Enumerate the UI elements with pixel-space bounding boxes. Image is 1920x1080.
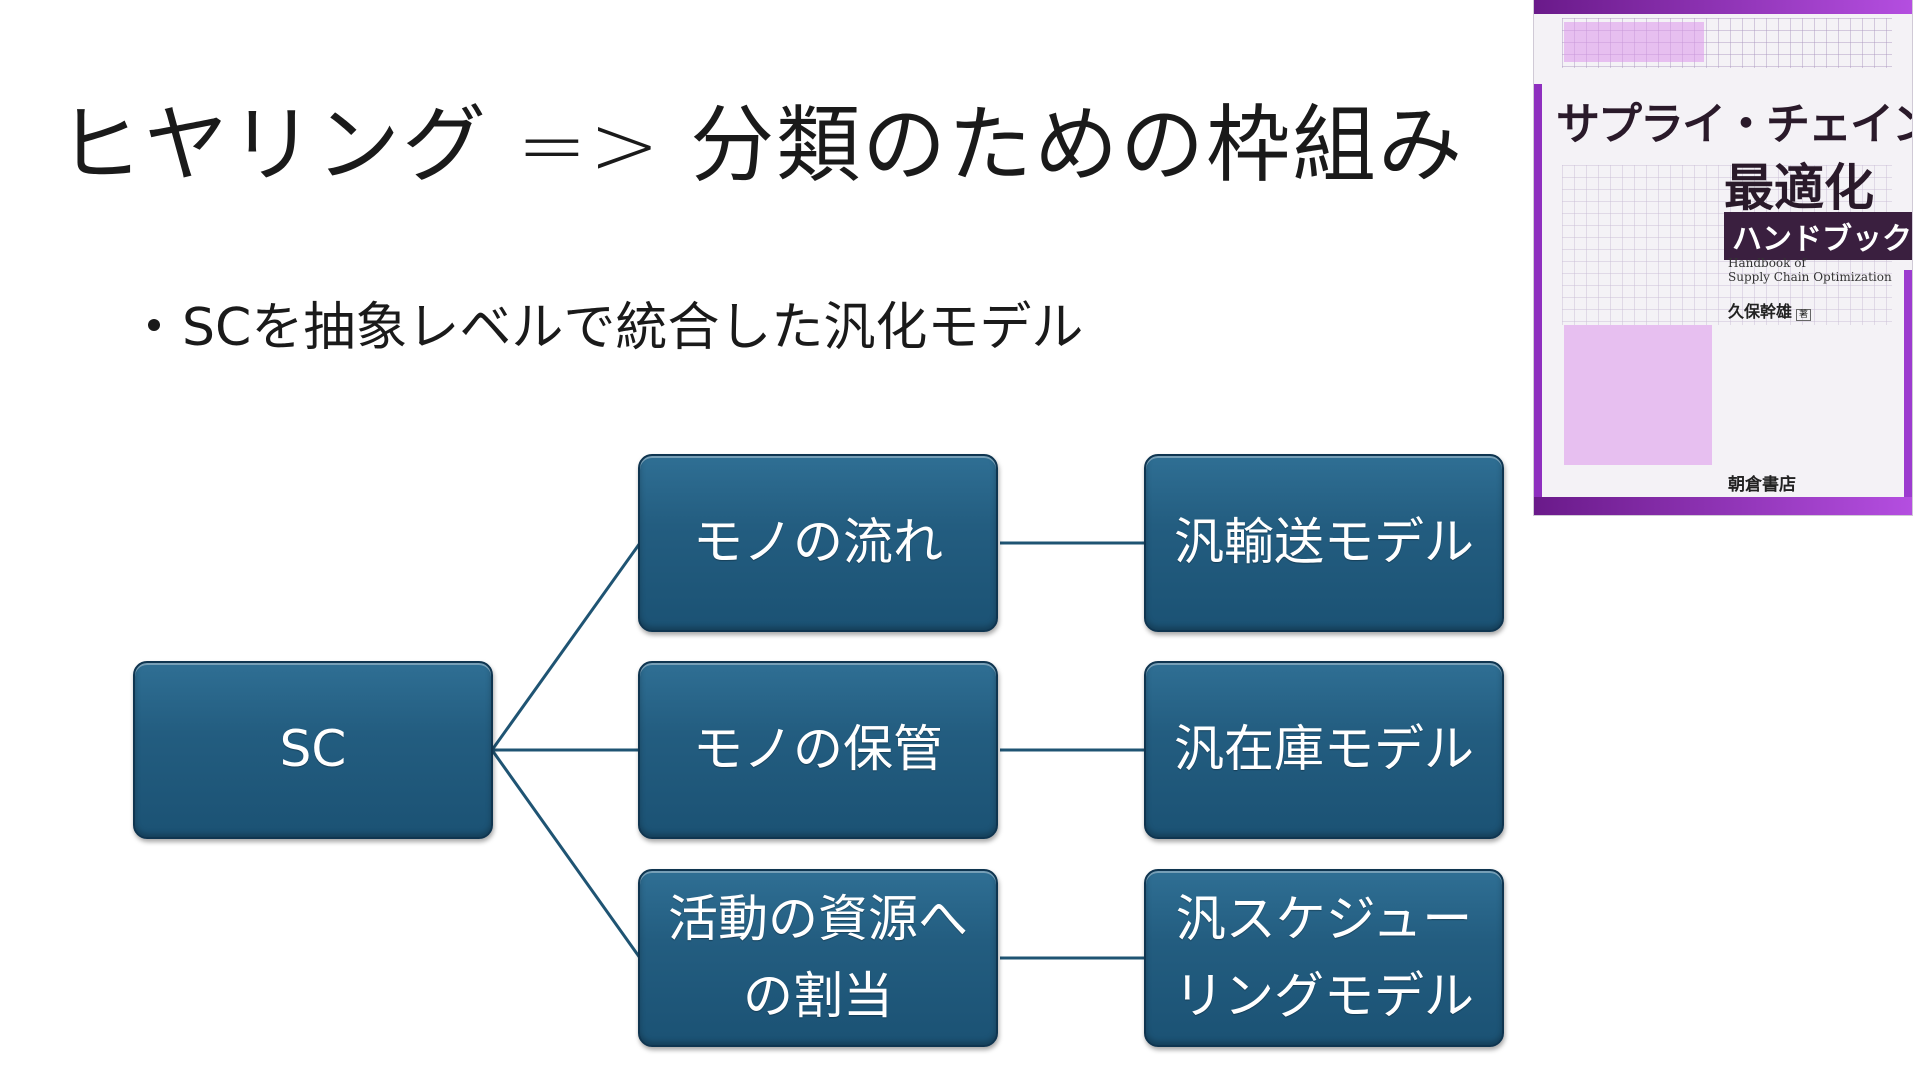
node-resource-allocation[interactable]: 活動の資源への割当: [638, 869, 998, 1047]
node-scheduling-model[interactable]: 汎スケジューリングモデル: [1144, 869, 1504, 1047]
node-goods-storage-label: モノの保管: [693, 720, 943, 779]
node-resource-allocation-label: 活動の資源への割当: [668, 889, 968, 1026]
book-english-title: Handbook of Supply Chain Optimization: [1728, 256, 1892, 285]
node-sc[interactable]: SC: [133, 661, 493, 839]
node-scheduling-model-label: 汎スケジューリングモデル: [1174, 889, 1474, 1026]
book-left-stripe: [1534, 84, 1542, 504]
book-publisher: 朝倉書店: [1728, 475, 1796, 495]
book-author-name: 久保幹雄: [1728, 302, 1793, 321]
book-title-line2: 最適化: [1724, 158, 1874, 217]
node-transport-model[interactable]: 汎輸送モデル: [1144, 454, 1504, 632]
slide-title: ヒヤリング => 分類のための枠組み: [58, 96, 1465, 194]
book-author-suffix: 著: [1796, 309, 1812, 321]
bullet-text: SCを抽象レベルで統合した汎化モデル: [182, 298, 1084, 358]
book-cover-image: サプライ・チェイン 最適化 ハンドブック Handbook of Supply …: [1534, 0, 1912, 515]
node-inventory-model[interactable]: 汎在庫モデル: [1144, 661, 1504, 839]
node-goods-storage[interactable]: モノの保管: [638, 661, 998, 839]
connector-root-allocation: [490, 749, 642, 959]
node-goods-flow-label: モノの流れ: [693, 513, 943, 572]
book-right-stripe: [1904, 270, 1912, 500]
node-sc-label: SC: [279, 720, 347, 779]
connector-root-flow: [490, 542, 642, 751]
bullet-dot-icon: [148, 319, 160, 331]
bullet-item: SCを抽象レベルで統合した汎化モデル: [148, 285, 1083, 360]
book-english-line1: Handbook of: [1728, 256, 1806, 270]
node-goods-flow[interactable]: モノの流れ: [638, 454, 998, 632]
book-bottom-band: [1534, 497, 1912, 515]
node-inventory-model-label: 汎在庫モデル: [1174, 720, 1474, 779]
book-english-line2: Supply Chain Optimization: [1728, 269, 1892, 284]
book-handbook-badge: ハンドブック: [1724, 212, 1912, 260]
book-top-band: [1534, 0, 1912, 14]
book-pink-block: [1564, 325, 1712, 465]
node-transport-model-label: 汎輸送モデル: [1174, 513, 1474, 572]
book-author: 久保幹雄著: [1728, 298, 1812, 322]
book-pink-block: [1564, 22, 1704, 62]
book-title-line1: サプライ・チェイン: [1556, 99, 1912, 150]
